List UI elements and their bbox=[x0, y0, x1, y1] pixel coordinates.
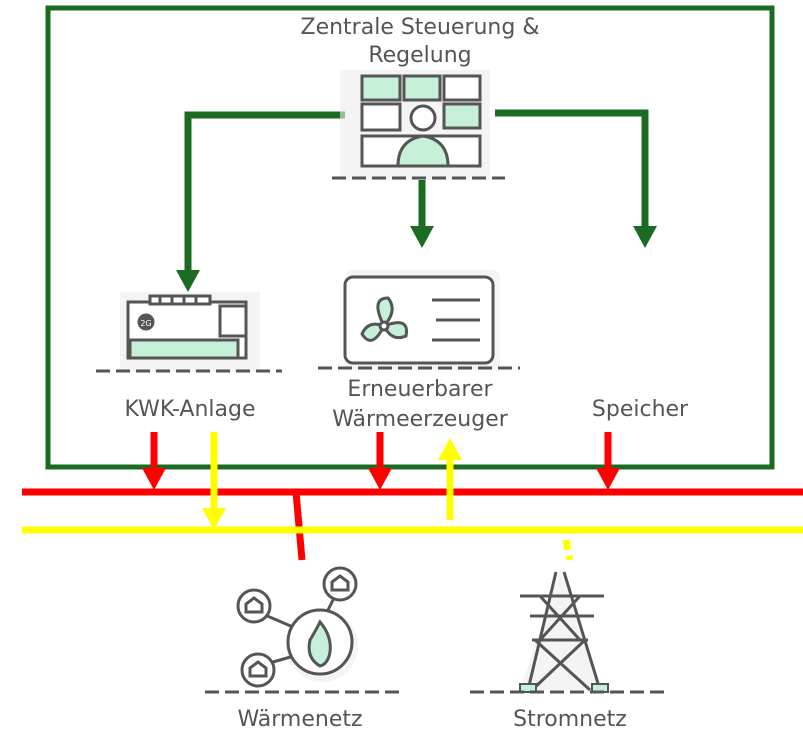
heat-arrowheads bbox=[142, 468, 620, 490]
power-grid-label: Stromnetz bbox=[513, 707, 627, 732]
transmission-tower-icon bbox=[470, 570, 665, 694]
heat-pump-fan-icon bbox=[318, 270, 520, 370]
control-room-operator-icon bbox=[332, 70, 505, 180]
district-heating-network-icon bbox=[205, 566, 400, 694]
chp-generator-icon: 2G bbox=[96, 292, 282, 373]
storage-label: Speicher bbox=[591, 397, 689, 422]
renewable-label-line1: Erneuerbarer bbox=[347, 377, 493, 402]
control-label-line2: Regelung bbox=[368, 43, 472, 68]
chp-badge: 2G bbox=[140, 319, 151, 328]
control-label-line1: Zentrale Steuerung & bbox=[300, 15, 540, 40]
control-arrowheads bbox=[176, 226, 657, 292]
control-system-boundary bbox=[45, 5, 775, 470]
renewable-label-line2: Wärmeerzeuger bbox=[332, 407, 508, 432]
power-line-to-grid bbox=[562, 539, 574, 561]
arrowhead-renewable bbox=[410, 226, 434, 248]
heat-distribution bbox=[22, 432, 803, 561]
power-arrowheads bbox=[202, 438, 462, 530]
power-distribution bbox=[22, 432, 803, 561]
heat-network-label: Wärmenetz bbox=[237, 707, 363, 732]
arrowhead-chp bbox=[176, 270, 200, 292]
control-arrows bbox=[184, 109, 649, 270]
control-arrow-storage bbox=[495, 109, 649, 228]
control-arrow-chp bbox=[184, 111, 345, 270]
arrowhead-storage bbox=[633, 226, 657, 248]
chp-label: KWK-Anlage bbox=[124, 397, 256, 422]
heat-line-to-heat-network bbox=[292, 491, 306, 561]
